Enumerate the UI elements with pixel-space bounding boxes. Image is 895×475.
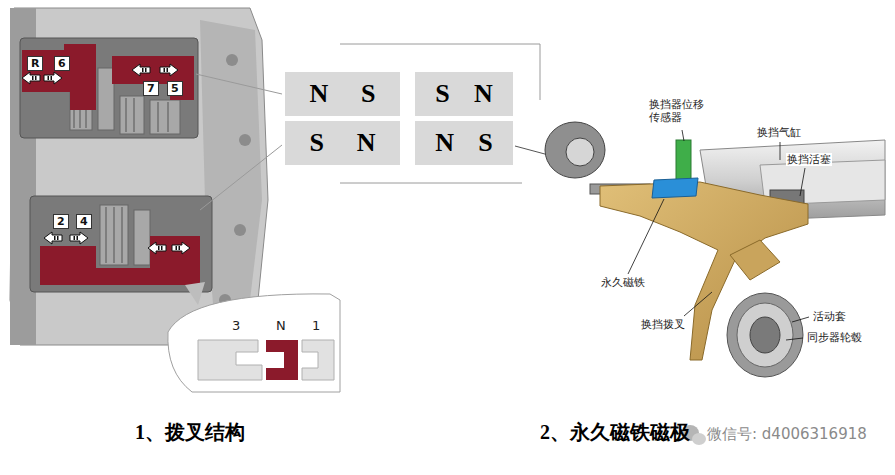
pole-letter: S xyxy=(361,81,375,107)
magnet-pole-box: SN xyxy=(415,72,513,116)
gear-tag: 2 xyxy=(53,214,69,229)
position-label: 3 xyxy=(232,318,240,334)
gear-tag: 7 xyxy=(143,81,159,96)
gear-tag: R xyxy=(27,56,43,71)
position-label: 1 xyxy=(312,318,320,334)
pole-letter: N xyxy=(474,81,493,107)
part-label: 永久磁铁 xyxy=(600,276,646,289)
magnet-pole-box: SN xyxy=(285,121,400,165)
gear-tag: 6 xyxy=(54,56,70,71)
gear-tag: 5 xyxy=(167,81,183,96)
gear-tag: 4 xyxy=(76,214,92,229)
figure-caption: 1、拨叉结构 xyxy=(135,420,245,444)
magnet-pole-box: NS xyxy=(415,121,513,165)
pole-letter: N xyxy=(309,81,328,107)
position-label: N xyxy=(276,318,286,334)
part-label: 换挡器位移传感器 xyxy=(648,98,708,124)
watermark: 微信号: d4006316918 xyxy=(707,425,867,443)
part-label: 换挡活塞 xyxy=(786,153,832,166)
part-label: 活动套 xyxy=(812,310,847,323)
pole-letter: S xyxy=(478,130,492,156)
part-label: 换挡拨叉 xyxy=(640,318,686,331)
part-label: 换挡气缸 xyxy=(756,126,802,139)
pole-letter: S xyxy=(309,130,323,156)
pole-letter: N xyxy=(357,130,376,156)
figure-caption: 2、永久磁铁磁极 xyxy=(540,420,690,444)
magnet-pole-box: NS xyxy=(285,72,400,116)
pole-letter: N xyxy=(435,130,454,156)
pole-letter: S xyxy=(435,81,449,107)
part-label: 同步器轮毂 xyxy=(806,331,863,344)
